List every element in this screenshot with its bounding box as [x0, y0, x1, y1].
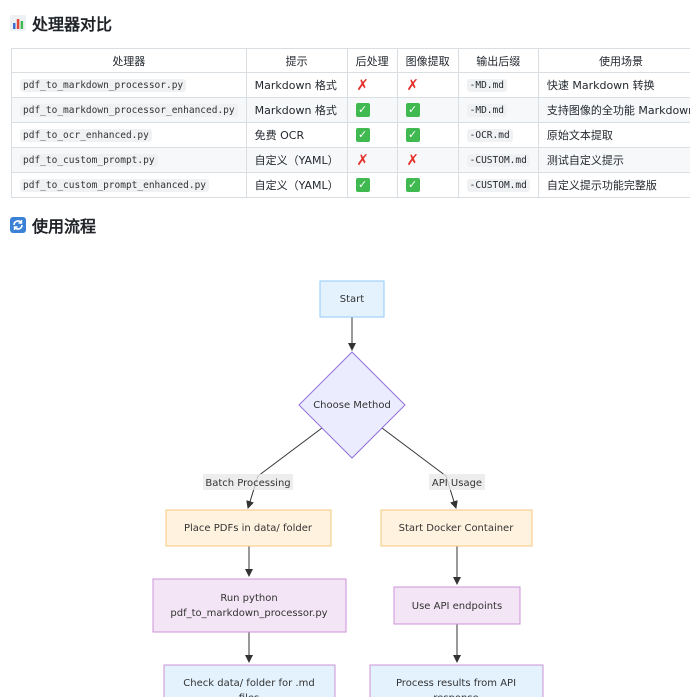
bar-chart-icon	[10, 15, 26, 31]
node-run-python: Run python pdf_to_markdown_processor.py	[152, 578, 347, 633]
processor-cell-text: pdf_to_ocr_enhanced.py	[20, 128, 152, 142]
prompt-cell: Markdown 格式	[245, 97, 348, 123]
svg-text:Process results from API: Process results from API	[396, 678, 516, 689]
svg-text:Place PDFs in data/ folder: Place PDFs in data/ folder	[184, 523, 313, 534]
processor-cell: pdf_to_ocr_enhanced.py	[11, 122, 247, 148]
check-mark-icon: ✓	[405, 103, 420, 117]
prompt-cell: 自定义（YAML）	[245, 147, 348, 173]
comparison-title: 处理器对比	[32, 15, 113, 34]
usage-cell: 自定义提示功能完整版	[537, 172, 690, 198]
table-row: pdf_to_ocr_enhanced.py 免费 OCR ✓ ✓ -OCR.md 原始文…	[11, 122, 690, 148]
header-usage: 使用场景	[537, 48, 690, 73]
node-start: Start	[319, 280, 385, 318]
refresh-icon	[10, 217, 26, 233]
node-place-pdfs: Place PDFs in data/ folder	[165, 509, 332, 547]
postprocess-cell: ✓	[346, 97, 398, 123]
svg-text:Use API endpoints: Use API endpoints	[412, 601, 502, 612]
svg-text:Start Docker Container: Start Docker Container	[399, 523, 515, 534]
image-extract-cell: ✗	[396, 72, 459, 98]
workflow-title: 使用流程	[32, 217, 97, 236]
svg-text:Choose Method: Choose Method	[313, 400, 391, 411]
edge-label-api: API Usage	[429, 474, 485, 490]
header-image-extract: 图像提取	[396, 48, 459, 73]
image-extract-cell: ✓	[396, 172, 459, 198]
node-start-docker: Start Docker Container	[380, 509, 533, 547]
output-suffix-cell-text: -CUSTOM.md	[466, 153, 530, 167]
check-mark-icon: ✓	[355, 128, 370, 142]
svg-text:Check data/ folder for .md: Check data/ folder for .md	[183, 678, 314, 689]
table-header-row: 处理器 提示 后处理 图像提取 输出后缀 使用场景	[11, 48, 690, 73]
svg-text:Start: Start	[340, 294, 365, 305]
output-suffix-cell-text: -MD.md	[466, 103, 507, 117]
processor-cell: pdf_to_custom_prompt.py	[11, 147, 247, 173]
processor-cell-text: pdf_to_custom_prompt_enhanced.py	[20, 178, 210, 192]
header-processor: 处理器	[11, 48, 247, 73]
output-suffix-cell: -OCR.md	[457, 122, 539, 148]
prompt-cell: 自定义（YAML）	[245, 172, 348, 198]
output-suffix-cell: -MD.md	[457, 97, 539, 123]
processor-cell-text: pdf_to_markdown_processor.py	[20, 78, 187, 92]
output-suffix-cell-text: -OCR.md	[466, 128, 513, 142]
edge-label-batch: Batch Processing	[203, 474, 293, 490]
postprocess-cell: ✓	[346, 172, 398, 198]
header-postprocess: 后处理	[346, 48, 398, 73]
edge-decision-batch	[246, 427, 323, 509]
image-extract-cell: ✓	[396, 97, 459, 123]
check-mark-icon: ✓	[355, 103, 370, 117]
edge-decision-api	[381, 427, 458, 509]
table-row: pdf_to_custom_prompt_enhanced.py 自定义（YAML…	[11, 172, 690, 198]
postprocess-cell: ✗	[346, 72, 398, 98]
cross-mark-icon: ✗	[356, 75, 369, 94]
usage-cell: 原始文本提取	[537, 122, 690, 148]
cross-mark-icon: ✗	[356, 150, 369, 169]
header-output-suffix: 输出后缀	[457, 48, 539, 73]
usage-cell: 快速 Markdown 转换	[537, 72, 690, 98]
comparison-heading: 处理器对比	[10, 11, 112, 35]
output-suffix-cell: -MD.md	[457, 72, 539, 98]
postprocess-cell: ✗	[346, 147, 398, 173]
output-suffix-cell: -CUSTOM.md	[457, 172, 539, 198]
processor-cell-text: pdf_to_markdown_processor_enhanced.py	[20, 103, 238, 117]
workflow-heading: 使用流程	[10, 213, 96, 237]
processor-cell: pdf_to_markdown_processor_enhanced.py	[11, 97, 247, 123]
check-mark-icon: ✓	[405, 178, 420, 192]
node-use-api: Use API endpoints	[393, 586, 521, 625]
image-extract-cell: ✓	[396, 122, 459, 148]
output-suffix-cell-text: -CUSTOM.md	[466, 178, 530, 192]
table-row: pdf_to_custom_prompt.py 自定义（YAML） ✗ ✗ -CUSTO…	[11, 147, 690, 173]
processor-cell: pdf_to_markdown_processor.py	[11, 72, 247, 98]
check-mark-icon: ✓	[405, 128, 420, 142]
svg-text:Batch Processing: Batch Processing	[205, 478, 290, 489]
check-mark-icon: ✓	[355, 178, 370, 192]
output-suffix-cell-text: -MD.md	[466, 78, 507, 92]
node-check-folder: Check data/ folder for .md files	[163, 664, 336, 697]
svg-text:pdf_to_markdown_processor.py: pdf_to_markdown_processor.py	[170, 608, 327, 619]
usage-cell: 测试自定义提示	[537, 147, 690, 173]
svg-text:response: response	[433, 693, 478, 697]
usage-cell: 支持图像的全功能 Markdown	[537, 97, 690, 123]
cross-mark-icon: ✗	[406, 150, 419, 169]
postprocess-cell: ✓	[346, 122, 398, 148]
table-row: pdf_to_markdown_processor_enhanced.py Mar…	[11, 97, 690, 123]
svg-text:files: files	[239, 693, 259, 697]
prompt-cell: 免费 OCR	[245, 122, 348, 148]
usage-flowchart: Batch Processing API Usage Start Choose …	[152, 280, 544, 697]
svg-text:API Usage: API Usage	[432, 478, 482, 489]
node-process-results: Process results from API response	[369, 664, 544, 697]
prompt-cell: Markdown 格式	[245, 72, 348, 98]
node-choose-method: Choose Method	[298, 351, 406, 459]
svg-text:Run python: Run python	[220, 593, 277, 604]
header-prompt: 提示	[245, 48, 348, 73]
processor-comparison-table: 处理器 提示 后处理 图像提取 输出后缀 使用场景 pdf_to_markdow…	[11, 48, 690, 198]
image-extract-cell: ✗	[396, 147, 459, 173]
cross-mark-icon: ✗	[406, 75, 419, 94]
processor-cell-text: pdf_to_custom_prompt.py	[20, 153, 158, 167]
processor-cell: pdf_to_custom_prompt_enhanced.py	[11, 172, 247, 198]
table-row: pdf_to_markdown_processor.py Markdown 格式 ✗…	[11, 72, 690, 98]
output-suffix-cell: -CUSTOM.md	[457, 147, 539, 173]
